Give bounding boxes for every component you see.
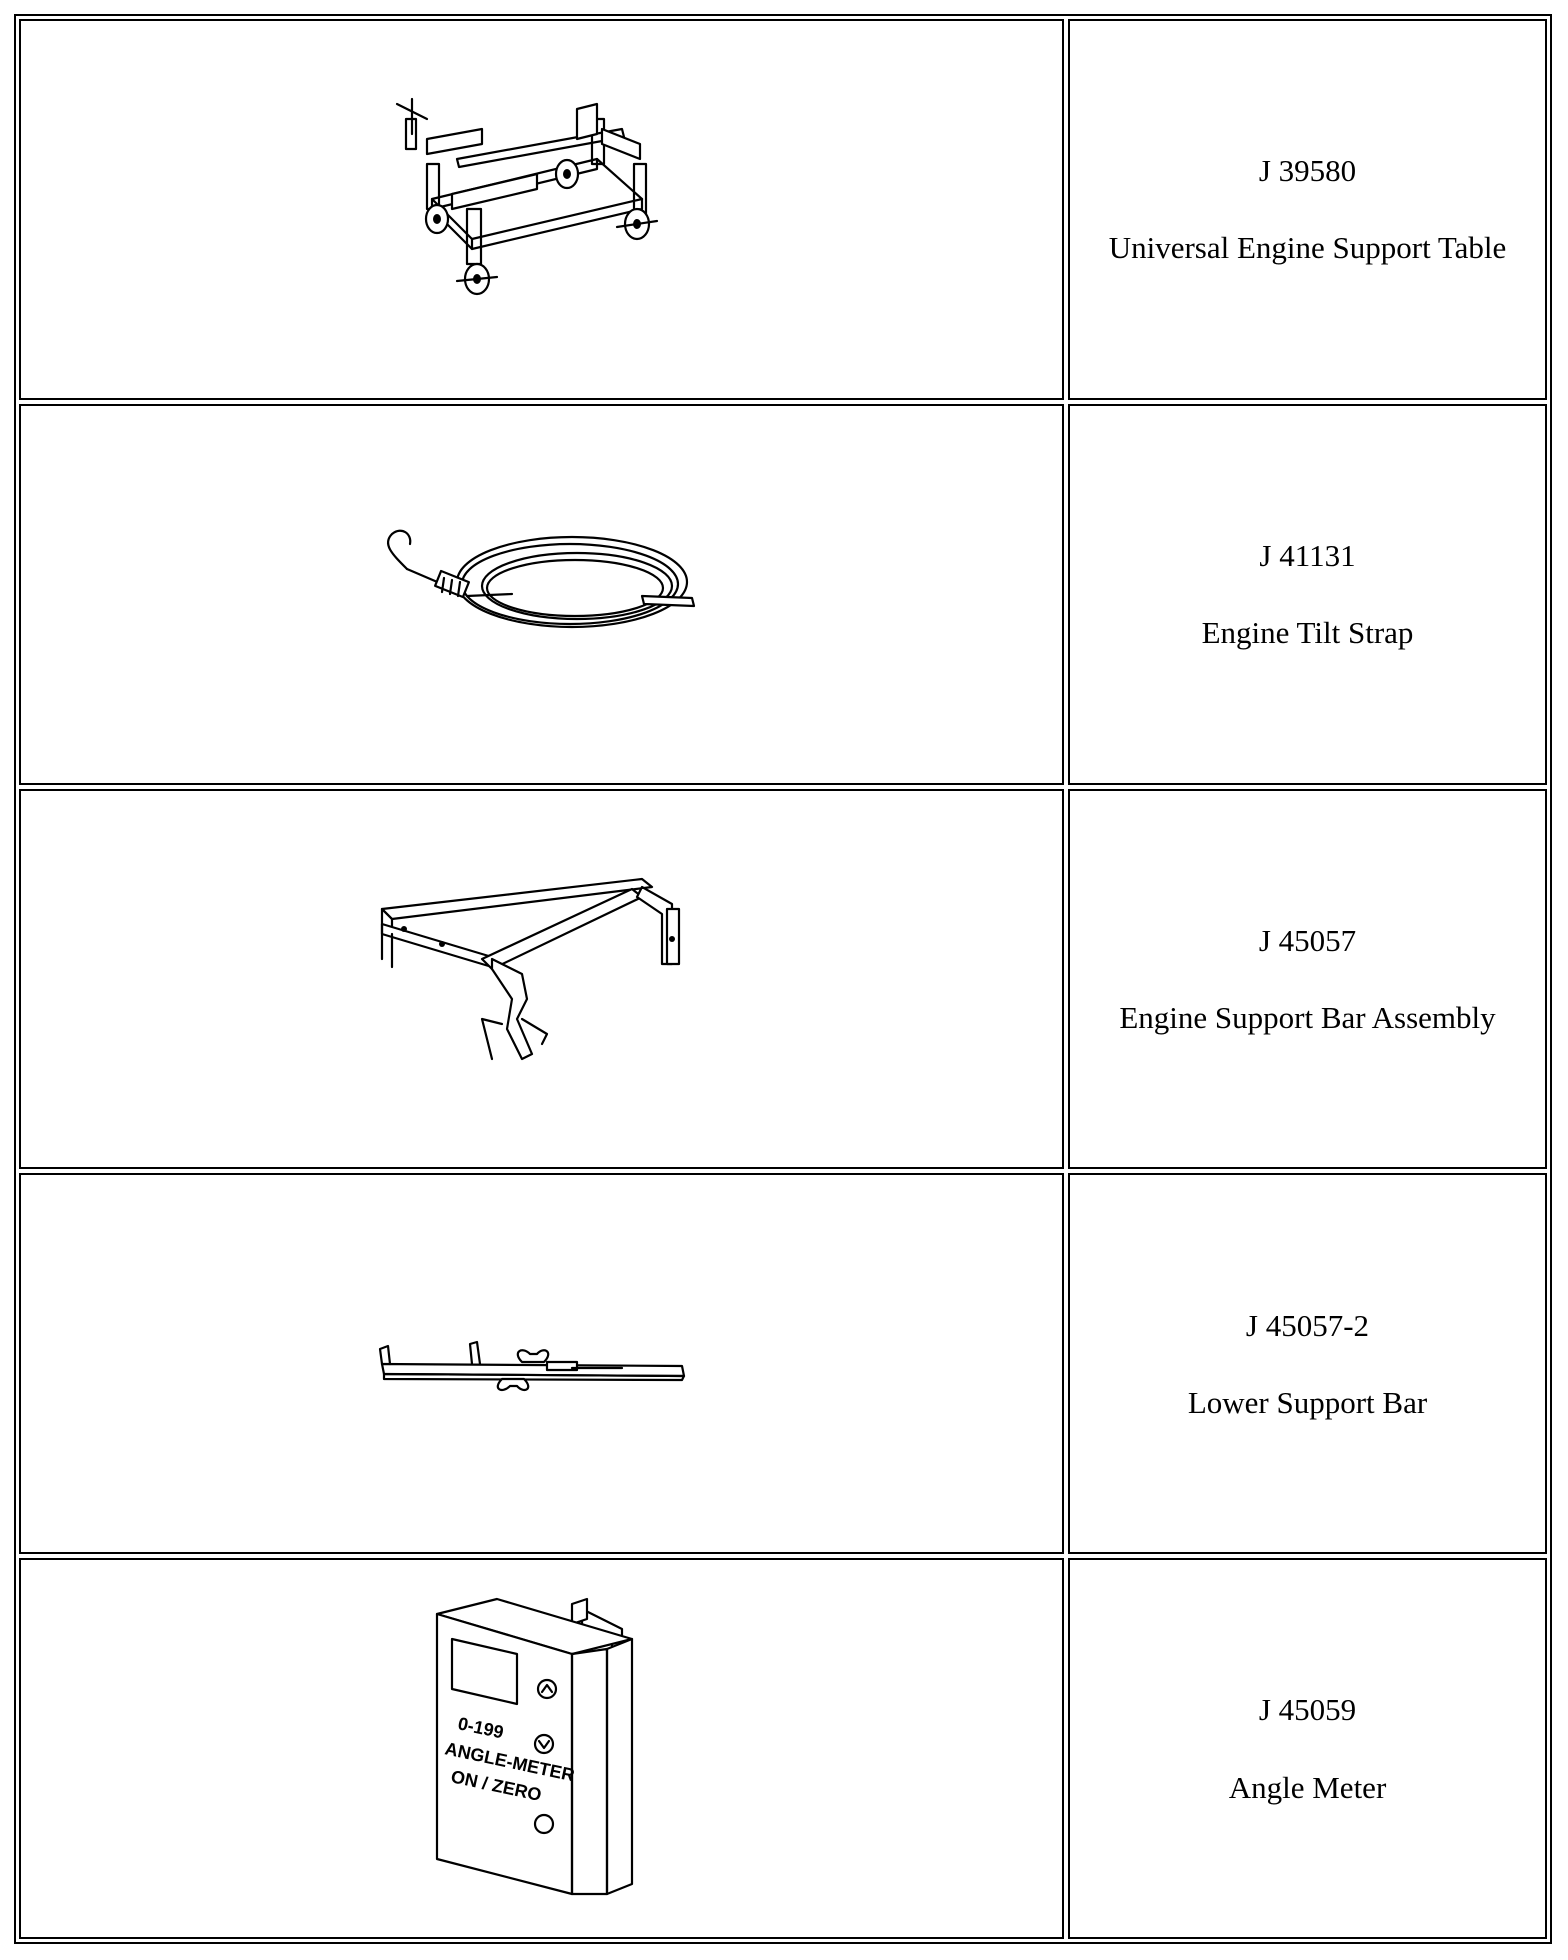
tool-image-cell: [19, 1173, 1064, 1555]
angle-meter-icon: 0-199 ANGLE-METER ON / ZERO: [435, 1597, 633, 1895]
tool-name: Engine Tilt Strap: [1201, 615, 1414, 651]
support-bar-assembly-icon: [380, 877, 680, 1061]
tool-name: Lower Support Bar: [1187, 1384, 1428, 1420]
tool-image-cell: [19, 788, 1064, 1170]
tool-name: Universal Engine Support Table: [1108, 230, 1507, 266]
tool-number: J 45057-2: [1245, 1307, 1370, 1343]
engine-support-table-icon: [395, 98, 658, 296]
tool-number: J 41131: [1259, 538, 1356, 573]
tool-description-cell: J 45057 Engine Support Bar Assembly: [1068, 788, 1547, 1170]
lower-support-bar-icon: [378, 1340, 685, 1391]
tool-number: J 45057: [1258, 922, 1357, 958]
tilt-strap-icon: [386, 529, 695, 629]
tool-description-cell: J 45059 Angle Meter: [1068, 1558, 1547, 1939]
tool-name: Angle Meter: [1228, 1769, 1387, 1805]
tool-image-cell: [19, 19, 1064, 400]
tool-description-cell: J 39580 Universal Engine Support Table: [1068, 19, 1547, 400]
tool-number: J 39580: [1258, 153, 1357, 189]
special-tools-table: J 39580 Universal Engine Support Table J…: [14, 14, 1552, 1944]
tool-description-cell: J 45057-2 Lower Support Bar: [1068, 1173, 1547, 1555]
tool-name: Engine Support Bar Assembly: [1119, 999, 1496, 1035]
tool-image-cell: 0-199 ANGLE-METER ON / ZERO: [19, 1558, 1064, 1939]
tool-image-cell: [19, 403, 1064, 785]
tool-description-cell: J 41131 Engine Tilt Strap: [1068, 403, 1547, 785]
tool-number: J 45059: [1258, 1692, 1357, 1728]
